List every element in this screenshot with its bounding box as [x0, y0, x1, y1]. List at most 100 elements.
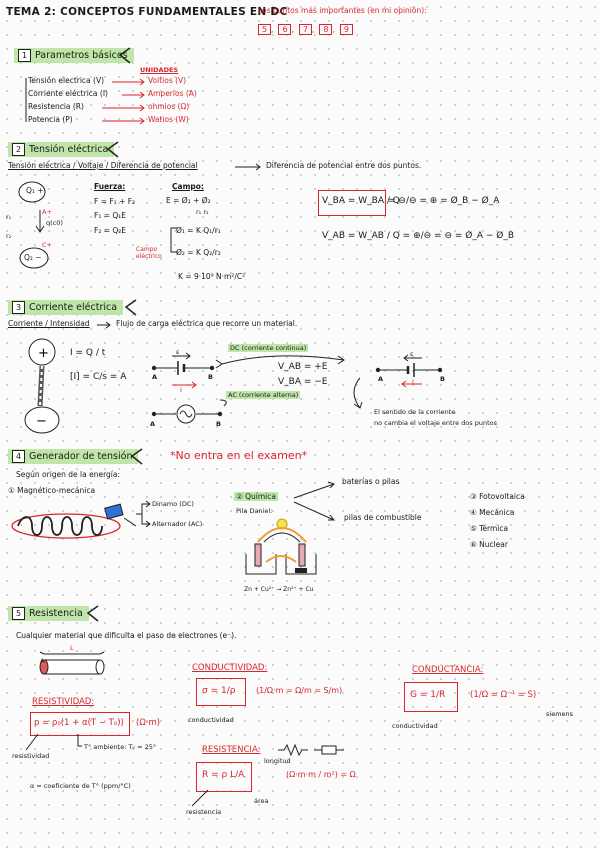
section-1-number: 1 [18, 49, 31, 62]
conductancia-header: CONDUCTANCIA: [412, 665, 484, 675]
sigma-units: (1/Ω·m = Ω/m = S/m) [256, 686, 343, 695]
r-eq: R = ρ L/A [202, 770, 245, 780]
important-7: 7 [298, 24, 312, 35]
r-pointer [191, 789, 209, 807]
coil-diagram [11, 503, 137, 539]
fuerza-total: F = F₁ + F₂ [94, 197, 136, 206]
resistencia-definition: Cualquier material que dificulta el paso… [16, 631, 237, 640]
current-arrow-left [172, 381, 197, 389]
distance-r2: r₂ [6, 232, 12, 240]
point-c: C+ [42, 241, 52, 249]
note-arrow [353, 377, 363, 409]
vba-eq: V_BA = W_BA / Q [322, 196, 400, 206]
alpha-def: α = coeficiente de T° (ppm/°C) [30, 782, 131, 790]
alternador-label: Alternador (AC) [152, 520, 203, 528]
section-3-arrow-icon [124, 299, 137, 316]
unit-voltios: Voltios (V) [148, 76, 187, 85]
g-box [404, 682, 458, 712]
section-4-title: Generador de tensión [29, 451, 133, 462]
quimica-branch-arrows [293, 481, 336, 521]
important-9: 9 [339, 24, 353, 35]
corriente-def-right: Flujo de carga eléctrica que recorre un … [116, 319, 298, 328]
campo-2: Ø₂ = K Q₂/r₂ [176, 248, 221, 257]
param-resistencia-label: Resistencia (R) [28, 102, 84, 111]
dc-circuit-right [375, 354, 443, 388]
vba-minus: V_BA = −E [278, 377, 328, 387]
siemens-label: siemens [546, 710, 574, 718]
section-2-header: 2 Tensión eléctrica [8, 142, 115, 157]
conductividad-label: conductividad [188, 716, 234, 724]
sigma-eq: σ = 1/ρ [202, 686, 236, 696]
current-i-right: I [412, 378, 414, 386]
svg-text:+: + [38, 346, 49, 361]
termica-label: ⑤ Térmica [470, 524, 509, 533]
g-eq: G = 1/R [410, 690, 446, 700]
section-2-title: Tensión eléctrica [29, 144, 109, 155]
point-a: A+ [42, 208, 52, 216]
section-3-header: 3 Corriente eléctrica [8, 300, 124, 315]
note-line-2: no cambia el voltaje entre dos puntos [374, 419, 498, 427]
campo-1: Ø₁ = K Q₁/r₁ [176, 226, 221, 235]
important-6: 6 [278, 24, 292, 35]
resistividad-header: RESISTIVIDAD: [32, 697, 95, 707]
dc-b-left: B [208, 373, 213, 381]
section-5-arrow-icon [86, 605, 99, 622]
rho-eq: ρ = ρ₀(1 + α(T − T₀)) [34, 718, 124, 728]
corriente-terms: Corriente / Intensidad [8, 319, 90, 328]
rho-units: (Ω·m) [136, 718, 161, 728]
r-units: (Ω·m·m / m²) = Ω [286, 770, 356, 779]
area-A-label: A [40, 657, 45, 665]
ac-b: B [216, 420, 221, 428]
tension-terms: Tensión eléctrica / Voltaje / Diferencia… [8, 161, 198, 170]
dc-b-right: B [440, 375, 445, 383]
important-list: 5, 6, 7, 8, 9 [258, 17, 353, 36]
ac-label: AC (corriente alterna) [226, 391, 301, 399]
important-5: 5 [258, 24, 271, 35]
ac-circuit [151, 399, 227, 424]
fuerza-1: F₁ = Q₁E [94, 211, 127, 220]
section-1-bracket [25, 78, 27, 122]
important-note: Los puntos más importantes (en mi opinió… [258, 6, 427, 15]
dinamo-label: Dinamo (DC) [152, 500, 194, 508]
fuerza-header: Fuerza: [94, 182, 126, 191]
dc-eps-right: ε [410, 350, 414, 358]
charge-q: q(c0) [46, 219, 63, 227]
quimica-text: ② Química [234, 492, 278, 501]
combustible-label: pilas de combustible [344, 513, 422, 522]
mecanica-label: ④ Mecánica [470, 508, 515, 517]
resistor-symbols [278, 743, 344, 757]
page-title: TEMA 2: CONCEPTOS FUNDAMENTALES EN DC [6, 6, 288, 18]
area-label: área [254, 797, 269, 805]
resistencia-header: RESISTENCIA: [202, 745, 261, 755]
section-4-arrow-icon [130, 448, 143, 465]
t-ambient: T° ambiente: T₀ = 25° [84, 743, 157, 751]
vab-eq: V_AB = W_AB / Q = ⊕/⊖ = ⊖ = Ø_A − Ø_B [322, 231, 515, 241]
vab-plus: V_AB = +E [278, 362, 328, 372]
section-3-number: 3 [12, 301, 25, 314]
important-8: 8 [319, 24, 333, 35]
unit-amperios: Amperios (A) [148, 89, 197, 98]
k-constant: K = 9·10⁹ N·m²/C² [178, 272, 246, 281]
svg-text:−: − [36, 414, 47, 429]
daniell-cell-diagram [245, 518, 317, 575]
dc-a-right: A [378, 375, 384, 383]
current-eq: I = Q / t [70, 348, 106, 358]
fotovoltaica-label: ③ Fotovoltaica [470, 492, 525, 501]
dc-label: DC (corriente continua) [228, 344, 309, 352]
section-2-number: 2 [12, 143, 25, 156]
magnetico-label: ① Magnético-mecánica [8, 486, 96, 495]
section-3-title: Corriente eléctrica [29, 302, 118, 313]
corriente-def-left: Corriente / Intensidad [8, 319, 90, 328]
vba-box [318, 190, 386, 216]
param-potencia-label: Potencia (P) [28, 115, 73, 124]
units-header: UNIDADES [140, 66, 179, 74]
unit-watios: Watios (W) [148, 115, 189, 124]
param-corriente-label: Corriente eléctrica (I) [28, 89, 108, 98]
rho-pointers [25, 733, 82, 751]
dc-eps-left: ε [176, 348, 180, 356]
current-units: [I] = C/s = A [70, 372, 127, 382]
baterias-label: baterías o pilas [342, 477, 400, 486]
